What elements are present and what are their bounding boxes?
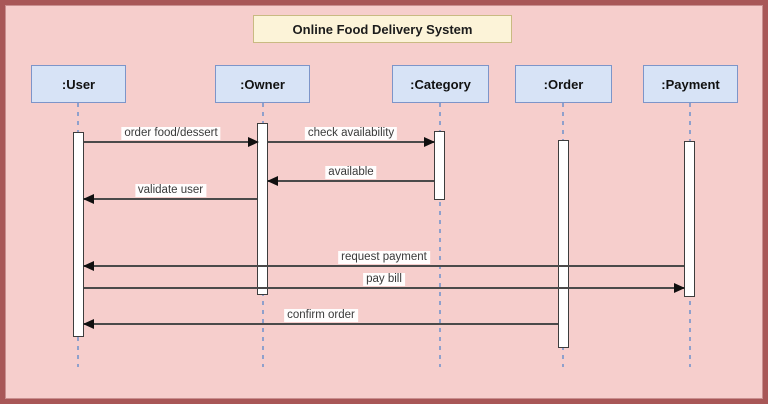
arrowhead-right-icon [248,137,259,147]
actor-box-category: :Category [392,65,489,103]
message-available: available [267,166,434,186]
message-line [84,265,684,267]
message-label: request payment [338,251,430,264]
message-label: validate user [134,184,207,197]
activation-bar-order [558,140,569,348]
diagram-title: Online Food Delivery System [253,15,512,43]
arrowhead-left-icon [267,176,278,186]
message-line [84,141,258,143]
activation-bar-user [73,132,84,337]
arrowhead-left-icon [83,194,94,204]
message-label: available [325,166,377,179]
activation-bar-owner [257,123,268,295]
message-line [268,141,434,143]
message-label: confirm order [284,309,358,322]
message-validate-user: validate user [83,184,257,204]
message-pay-bill: pay bill [84,273,685,293]
activation-bar-payment [684,141,695,297]
message-label: pay bill [363,273,405,286]
message-line [84,287,684,289]
arrowhead-left-icon [83,319,94,329]
activation-bar-category [434,131,445,200]
actor-box-order: :Order [515,65,612,103]
message-line [84,323,558,325]
message-line [84,198,257,200]
message-label: order food/dessert [121,127,221,140]
lifeline-category [439,103,441,367]
message-order-food: order food/dessert [84,127,259,147]
actor-box-owner: :Owner [215,65,310,103]
message-label: check availability [304,127,398,140]
message-check-availability: check availability [268,127,435,147]
message-confirm-order: confirm order [83,309,558,329]
actor-box-user: :User [31,65,126,103]
message-request-payment: request payment [83,251,684,271]
arrowhead-right-icon [674,283,685,293]
arrowhead-right-icon [424,137,435,147]
actor-box-payment: :Payment [643,65,738,103]
message-line [268,180,434,182]
arrowhead-left-icon [83,261,94,271]
